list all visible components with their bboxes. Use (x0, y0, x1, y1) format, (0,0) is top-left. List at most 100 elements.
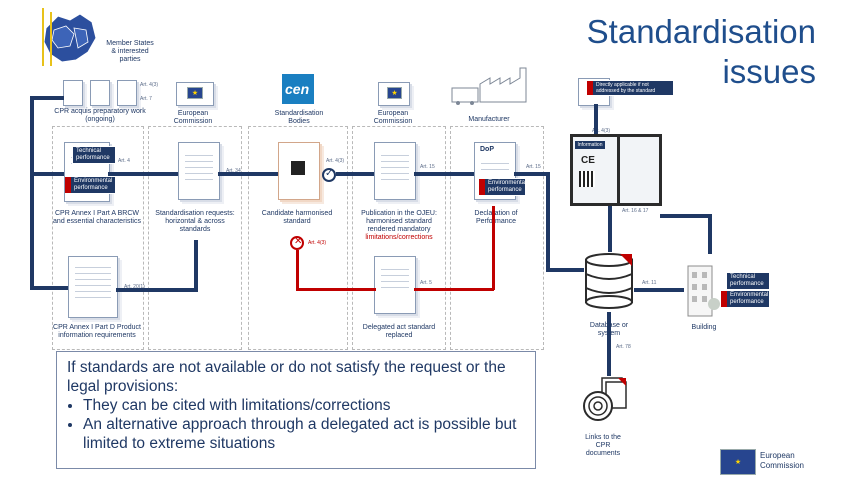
window-product-icon: Information CE (570, 134, 662, 206)
column-header-manufacturer: Manufacturer (468, 116, 510, 123)
connector-line (608, 206, 612, 252)
requests-doc (178, 142, 220, 200)
column-manufacturer (450, 126, 544, 350)
environmental-performance-tag: Environmental performance (721, 290, 770, 308)
connector-line (660, 214, 710, 218)
connector-line (708, 214, 712, 254)
article-label: Art. 15 (526, 164, 541, 170)
connector-line (30, 96, 34, 288)
connector-line (634, 288, 684, 292)
connector-line (30, 96, 64, 100)
technical-performance-tag: Technical performance (72, 146, 116, 164)
note-list: They can be cited with limitations/corre… (67, 396, 525, 453)
column-bodies (248, 126, 348, 350)
eu-flag-icon (387, 87, 402, 99)
check-circle-icon: ✓ (322, 168, 336, 182)
connector-line (607, 312, 611, 376)
column-ec-1 (148, 126, 242, 350)
article-label: Art. 5 (420, 280, 432, 286)
links-caption: Links to the CPR documents (585, 434, 621, 457)
connector-line (194, 240, 198, 292)
article-label: Art. 34 (226, 168, 241, 174)
member-states-label: Member States & interested parties (106, 40, 154, 63)
cen-logo-text: cen (285, 81, 310, 97)
environmental-performance-tag: Environmental performance (479, 178, 526, 196)
column-header-bodies: Standardisation Bodies (274, 110, 324, 125)
note-intro: If standards are not available or do not… (67, 359, 506, 395)
annex-d-caption: CPR Annex I Part D Product information r… (53, 324, 141, 339)
dop-label: DoP (480, 146, 494, 153)
annex-a-caption: CPR Annex I Part A BRCW and essential ch… (53, 210, 141, 225)
standards-note-box: If standards are not available or do not… (56, 351, 536, 469)
building-icon (684, 256, 724, 318)
connector-line (414, 172, 474, 176)
connector-line (514, 172, 548, 176)
article-label: Art. 78 (616, 344, 631, 350)
cpr-prep-doc-1 (63, 80, 83, 106)
eu-flag-icon (187, 87, 203, 99)
connector-line-red (414, 288, 494, 291)
column-cpr (52, 126, 144, 350)
european-commission-logo: European Commission (720, 447, 832, 475)
building-caption: Building (691, 324, 717, 331)
column-header-ec-1: European Commission (173, 110, 213, 125)
article-label: Art. 4(3) (140, 82, 159, 88)
article-label: Art. 7 (140, 96, 152, 102)
footer-line-2: Commission (760, 461, 805, 470)
connector-line (546, 172, 550, 270)
limitations-caption: limitations/corrections (365, 234, 433, 241)
reject-circle-icon: ✕ (290, 236, 304, 250)
connector-line (546, 268, 584, 272)
note-bullet: They can be cited with limitations/corre… (83, 396, 525, 415)
title-line-2: issues (722, 53, 816, 90)
connector-line (116, 288, 194, 292)
ec-header-doc (378, 82, 410, 106)
cen-logo-icon: cen (282, 74, 314, 104)
publication-doc (374, 142, 416, 200)
article-label: Art. 4(3) (326, 158, 345, 164)
eu-map-icon (36, 8, 104, 74)
article-label: Art. 20(1) (124, 284, 145, 290)
connector-line (108, 172, 178, 176)
technical-performance-tag: Technical performance (726, 272, 770, 290)
footer-line-1: European (760, 451, 795, 460)
article-label: Art. 11 (642, 280, 657, 286)
ce-mark: CE (581, 155, 595, 166)
column-header-ec-2: European Commission (373, 110, 413, 125)
candidate-doc (278, 142, 320, 200)
page-title: Standardisation issues (587, 12, 816, 92)
cpr-prep-caption: CPR acquis preparatory work (ongoing) (54, 108, 146, 123)
connector-line (30, 172, 64, 176)
publication-caption: Publication in the OJEU: harmonised stan… (361, 210, 437, 233)
title-line-1: Standardisation (586, 13, 816, 50)
cpr-prep-doc-2 (90, 80, 110, 106)
connector-line-red (492, 206, 495, 290)
connector-line (336, 172, 374, 176)
requests-caption: Standardisation requests: horizontal & a… (155, 210, 235, 233)
database-icon (584, 252, 634, 310)
annex-d-doc (68, 256, 118, 318)
environmental-performance-tag: Environmental performance (65, 176, 116, 194)
declaration-caption: Declaration of Performance (474, 210, 518, 225)
article-label: Art. 16 & 17 (622, 208, 649, 214)
article-label: Art. 4(3) (308, 240, 327, 246)
connector-line-red (296, 250, 299, 290)
article-label: Art. 4(3) (592, 128, 611, 134)
information-label: Information (575, 141, 605, 149)
connector-line (30, 286, 68, 290)
ec-small-doc (176, 82, 214, 106)
column-ec-2 (352, 126, 446, 350)
directly-applicable-tag: Directly applicable if not addressed by … (587, 80, 674, 96)
article-label: Art. 4 (118, 158, 130, 164)
connector-line (594, 104, 598, 134)
connector-line-red (296, 288, 376, 291)
qr-code-icon (579, 171, 595, 187)
eu-flag-icon (720, 449, 756, 475)
note-bullet: An alternative approach through a delega… (83, 415, 525, 453)
delegated-caption: Delegated act standard replaced (362, 324, 436, 339)
cpr-prep-doc-3 (117, 80, 137, 106)
fingerprint-icon (580, 376, 628, 426)
connector-line (218, 172, 278, 176)
article-label: Art. 15 (420, 164, 435, 170)
candidate-caption: Candidate harmonised standard (261, 210, 333, 225)
